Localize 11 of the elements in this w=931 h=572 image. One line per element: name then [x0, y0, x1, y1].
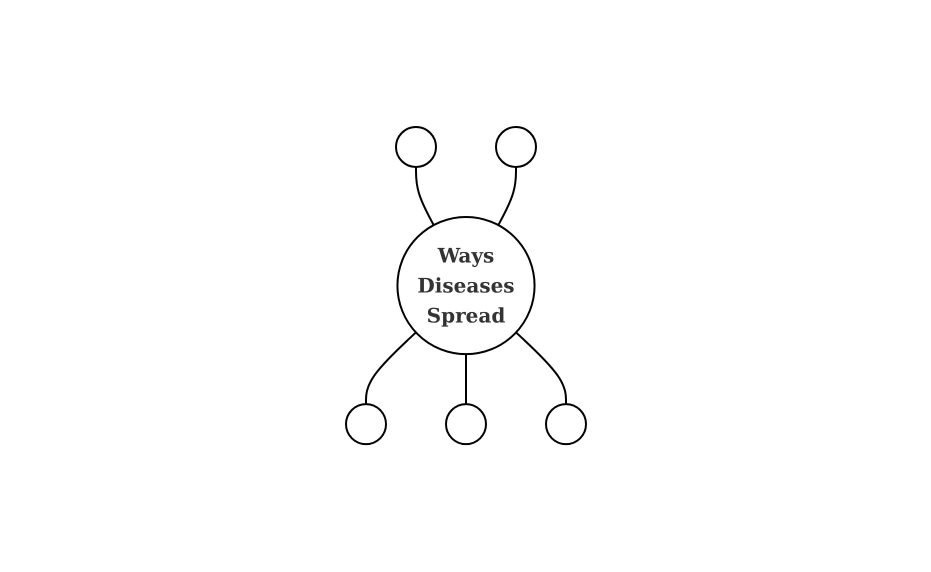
connector [414, 167, 434, 226]
connector [464, 354, 466, 405]
node-circle [344, 404, 386, 446]
node-circle [494, 126, 536, 168]
connector [364, 332, 416, 405]
node-circle [544, 404, 586, 446]
node-circle [444, 404, 486, 446]
connector [496, 167, 516, 226]
node-circle [394, 126, 436, 168]
node-circle: Ways Diseases Spread [396, 216, 536, 356]
connector [514, 332, 566, 405]
